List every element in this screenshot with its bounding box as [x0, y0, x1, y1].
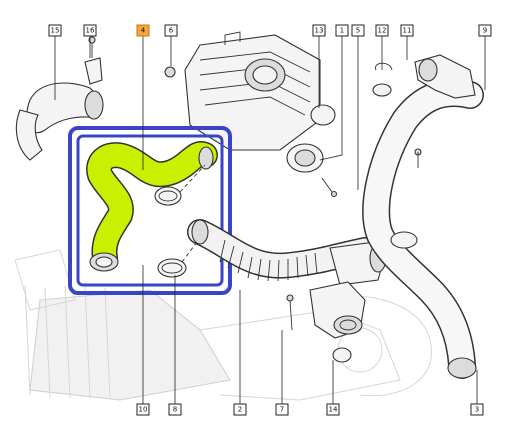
callout-7: 7: [275, 403, 289, 416]
callout-14: 14: [326, 403, 340, 416]
bolt-6: [164, 66, 176, 78]
intercooler-pipe-right: [362, 54, 484, 379]
svg-text:9: 9: [483, 27, 487, 35]
svg-text:14: 14: [329, 406, 338, 414]
svg-text:13: 13: [315, 27, 324, 35]
callout-4: 4: [136, 24, 150, 37]
callout-8: 8: [168, 403, 182, 416]
svg-text:15: 15: [51, 27, 60, 35]
callout-16: 16: [83, 24, 97, 37]
turbo-hose-left: [15, 36, 104, 161]
svg-text:12: 12: [378, 27, 387, 35]
svg-text:6: 6: [169, 27, 174, 35]
callout-12: 12: [375, 24, 389, 37]
svg-text:10: 10: [139, 406, 148, 414]
callout-15: 15: [48, 24, 62, 37]
engine-background: [14, 249, 432, 401]
callout-11: 11: [400, 24, 414, 37]
svg-text:8: 8: [173, 406, 177, 414]
highlighted-hose-part-4: [86, 141, 218, 272]
svg-text:1: 1: [340, 27, 344, 35]
leader-lines: [54, 35, 486, 405]
svg-text:2: 2: [238, 406, 242, 414]
highlight-frame: [68, 126, 232, 295]
connector-flange: [286, 104, 338, 198]
svg-text:3: 3: [475, 406, 479, 414]
air-filter-housing: [164, 31, 321, 151]
callout-9: 9: [478, 24, 492, 37]
callout-5: 5: [351, 24, 365, 37]
pipe-flange-part-7: [286, 281, 366, 363]
svg-text:11: 11: [403, 27, 412, 35]
callout-13: 13: [312, 24, 326, 37]
svg-text:7: 7: [280, 406, 284, 414]
callout-1: 1: [335, 24, 349, 37]
callout-3: 3: [470, 403, 484, 416]
svg-text:4: 4: [141, 27, 146, 35]
corrugated-pipe-part-2: [187, 219, 387, 286]
callout-10: 10: [136, 403, 150, 416]
callout-6: 6: [164, 24, 178, 37]
svg-text:5: 5: [356, 27, 360, 35]
svg-text:16: 16: [86, 27, 95, 35]
callout-2: 2: [233, 403, 247, 416]
